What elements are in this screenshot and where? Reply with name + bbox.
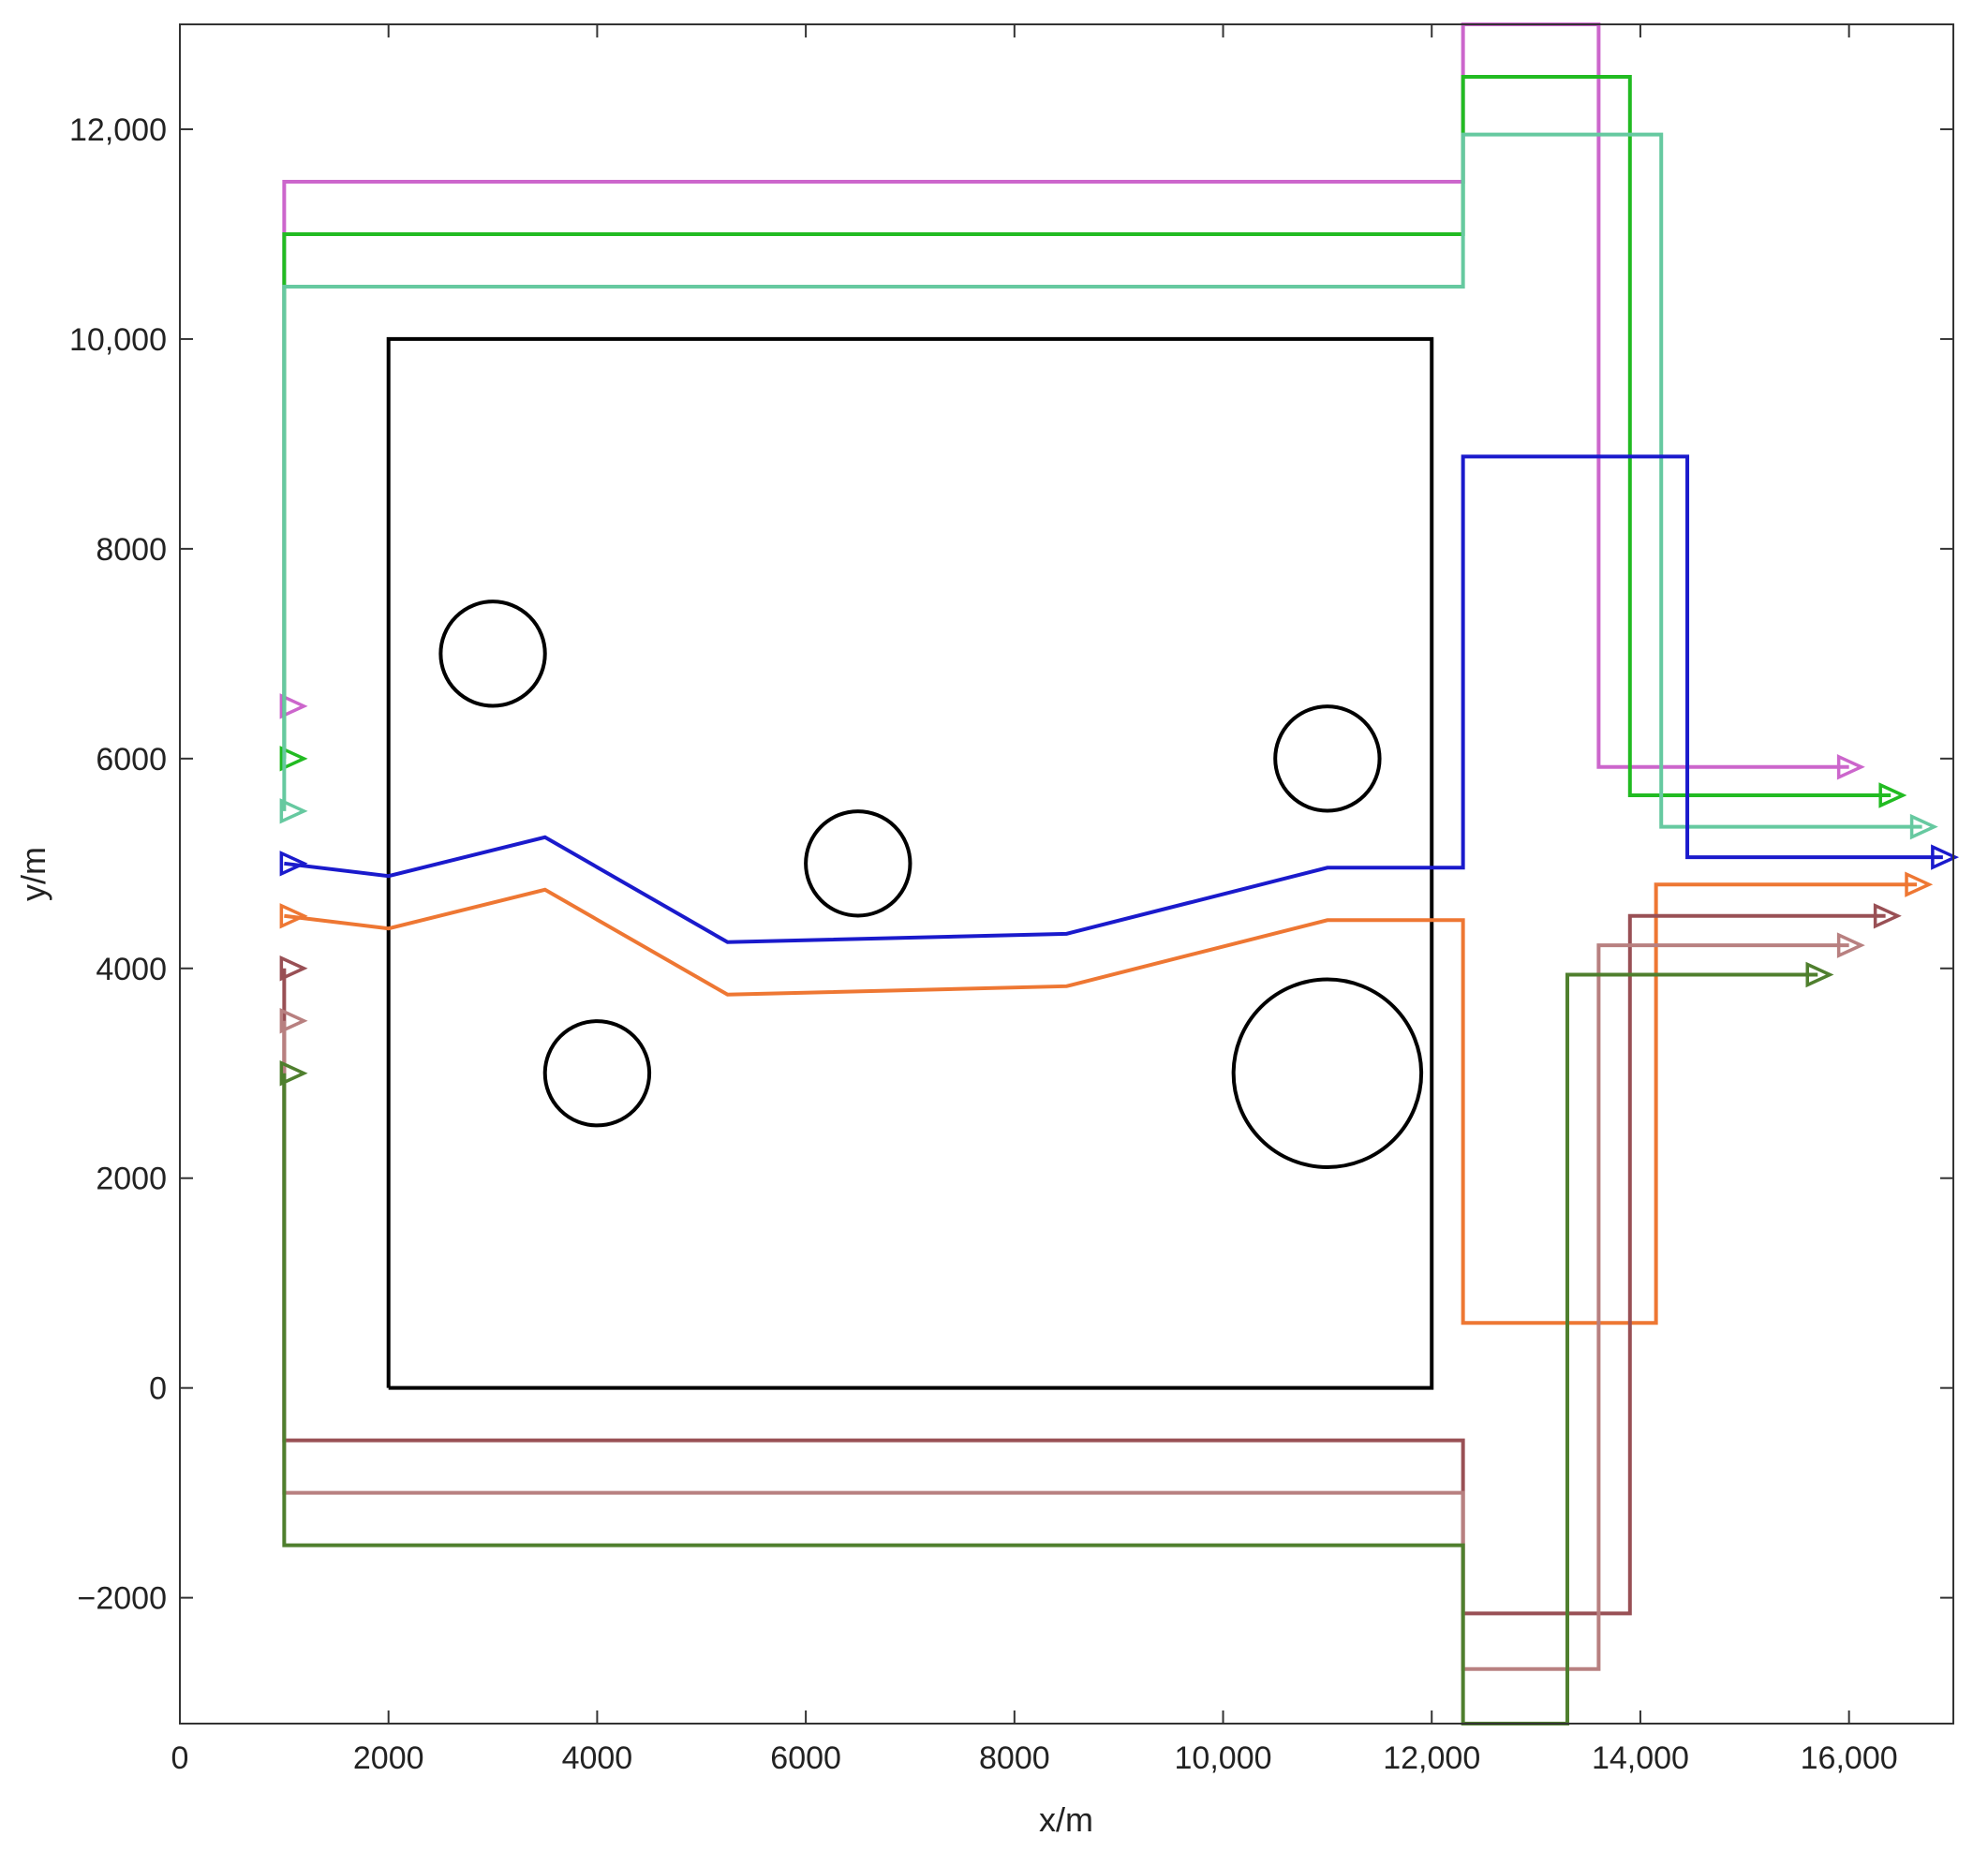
y-tick-label: −2000	[78, 1581, 168, 1617]
x-tick-label: 8000	[979, 1740, 1050, 1776]
x-tick-label: 16,000	[1801, 1740, 1898, 1776]
path-line-4	[284, 454, 1943, 944]
start-marker-6	[279, 955, 308, 982]
x-tick-label: 14,000	[1592, 1740, 1689, 1776]
start-marker-4	[279, 851, 308, 877]
x-tick-label: 12,000	[1383, 1740, 1480, 1776]
start-marker-7	[279, 1008, 308, 1034]
y-axis-title: y/m	[14, 847, 52, 901]
path-line-8	[282, 972, 1818, 1725]
end-marker-4	[1931, 844, 1960, 870]
y-tick-label: 2000	[96, 1162, 167, 1197]
x-tick-label: 0	[171, 1740, 189, 1776]
path-line-7	[282, 943, 1849, 1671]
end-marker-3	[1909, 813, 1938, 840]
y-tick-label: 6000	[96, 742, 167, 777]
x-tick-label: 10,000	[1175, 1740, 1272, 1776]
obstacle-circle-2	[1273, 704, 1382, 813]
y-tick-label: 12,000	[69, 112, 167, 148]
end-marker-8	[1805, 961, 1834, 988]
start-marker-3	[279, 798, 308, 824]
end-marker-1	[1836, 754, 1865, 780]
y-tick-label: 10,000	[69, 322, 167, 358]
y-tick-label: 0	[149, 1371, 167, 1407]
obstacle-circle-3	[804, 809, 912, 918]
obstacle-circle-4	[542, 1019, 652, 1128]
boundary-rectangle	[386, 336, 1434, 1390]
end-marker-2	[1878, 782, 1907, 808]
path-line-5	[284, 882, 1918, 1325]
start-marker-5	[279, 903, 308, 929]
end-marker-6	[1873, 903, 1902, 929]
end-marker-5	[1905, 871, 1934, 897]
path-line-6	[282, 913, 1886, 1616]
start-marker-2	[279, 746, 308, 772]
start-marker-8	[279, 1060, 308, 1087]
y-tick-label: 4000	[96, 952, 167, 987]
end-marker-7	[1836, 932, 1865, 958]
x-tick-label: 6000	[770, 1740, 841, 1776]
plot-frame	[179, 23, 1954, 1725]
path-line-2	[282, 74, 1892, 798]
obstacle-circle-1	[438, 600, 547, 708]
x-tick-label: 4000	[562, 1740, 633, 1776]
x-axis-title: x/m	[1039, 1800, 1093, 1839]
obstacle-circle-5	[1231, 977, 1424, 1169]
path-line-3	[282, 132, 1922, 829]
x-tick-label: 2000	[353, 1740, 424, 1776]
y-tick-label: 8000	[96, 532, 167, 568]
start-marker-1	[279, 693, 308, 719]
